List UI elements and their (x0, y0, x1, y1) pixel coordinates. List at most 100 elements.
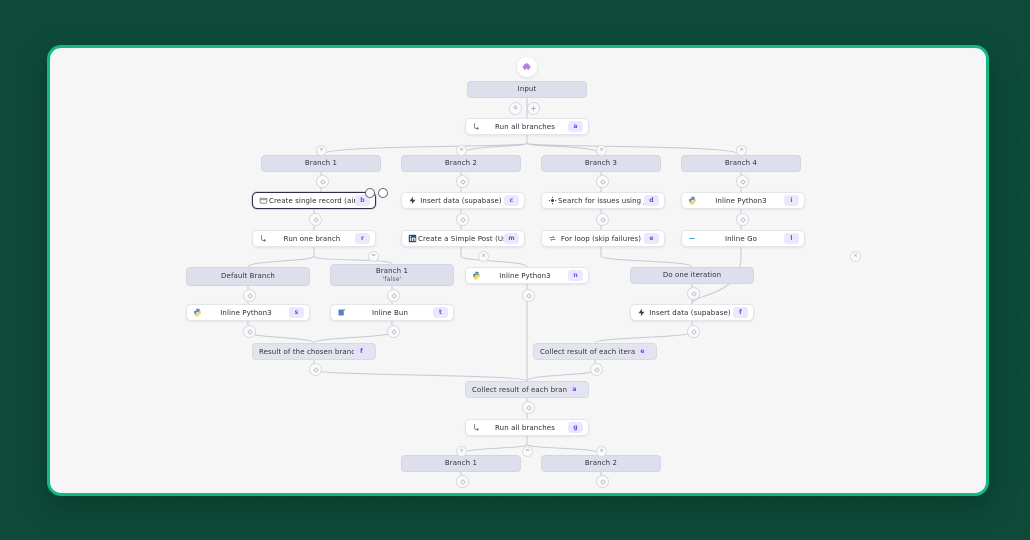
edge-insert-button[interactable] (736, 175, 749, 188)
node-branch-2[interactable]: Branch 2 (401, 155, 521, 172)
node-label: Inline Python3 (220, 308, 272, 317)
node-forloop[interactable]: For loop (skip failures)e (541, 230, 665, 247)
node-resize-handle[interactable] (365, 188, 375, 198)
edge-insert-button[interactable] (522, 289, 535, 302)
edge-insert-button[interactable] (687, 287, 700, 300)
node-badge: n (568, 270, 583, 281)
branch-all-icon (471, 121, 482, 132)
edge-equals-marker[interactable]: = (522, 446, 533, 457)
node-label: Insert data (supabase) (420, 196, 502, 205)
node-badge: f (354, 346, 369, 357)
connector-add-button[interactable] (527, 102, 540, 115)
edge-insert-button[interactable] (309, 213, 322, 226)
edge-insert-button[interactable] (596, 175, 609, 188)
node-badge: a (567, 384, 582, 395)
supabase-icon (636, 307, 647, 318)
edge-close-button[interactable]: × (596, 446, 607, 457)
branch-one-icon (258, 233, 269, 244)
node-branch-4[interactable]: Branch 4 (681, 155, 801, 172)
edge-insert-button[interactable] (596, 213, 609, 226)
supabase-icon (407, 195, 418, 206)
edge-insert-button[interactable] (387, 289, 400, 302)
node-label: Create a Simple Post (User) (... (418, 234, 504, 243)
node-label: Run all branches (495, 122, 555, 131)
edge-close-button[interactable]: × (850, 251, 861, 262)
node-label: Default Branch (221, 272, 275, 281)
node-badge: d (644, 195, 659, 206)
edge-equals-marker[interactable]: = (368, 251, 379, 262)
edge-insert-button[interactable] (590, 363, 603, 376)
node-label: Branch 1 (444, 459, 478, 468)
edge-close-button[interactable]: × (456, 446, 467, 457)
node-label: Input (517, 85, 537, 94)
node-badge: c (504, 195, 519, 206)
node-label: Branch 2 (584, 459, 618, 468)
node-badge: b (355, 195, 370, 206)
edge-close-button[interactable]: × (478, 251, 489, 262)
edge-insert-button[interactable] (316, 175, 329, 188)
edge-insert-button[interactable] (456, 475, 469, 488)
node-input[interactable]: Input (467, 81, 587, 98)
node-python-2[interactable]: Inline Python3 n (465, 267, 589, 284)
node-branch-1[interactable]: Branch 1 (261, 155, 381, 172)
edge-close-button[interactable]: × (736, 145, 747, 156)
edge-insert-button[interactable] (522, 401, 535, 414)
node-jira[interactable]: Search for issues using JQL (...d (541, 192, 665, 209)
edge-insert-button[interactable] (243, 325, 256, 338)
edge-insert-button[interactable] (387, 325, 400, 338)
node-run-all-1[interactable]: Run all branches a (465, 118, 589, 135)
python-icon (192, 307, 203, 318)
node-badge: a (568, 121, 583, 132)
edge-insert-button[interactable] (596, 475, 609, 488)
puzzle-piece-icon (517, 57, 537, 77)
node-badge: i (784, 195, 799, 206)
edge-insert-button[interactable] (456, 213, 469, 226)
node-supabase-1[interactable]: Insert data (supabase)c (401, 192, 525, 209)
node-badge: e (644, 233, 659, 244)
loop-icon (547, 233, 558, 244)
node-label: Search for issues using JQL (... (558, 196, 644, 205)
node-do-one-iteration[interactable]: Do one iteration (630, 267, 754, 284)
branch-all-icon (471, 422, 482, 433)
node-default-branch[interactable]: Default Branch (186, 267, 310, 286)
node-branch-1-false[interactable]: Branch 1'false' (330, 264, 454, 286)
edge-insert-button[interactable] (243, 289, 256, 302)
edge-insert-button[interactable] (687, 325, 700, 338)
node-label: Inline Python3 (499, 271, 551, 280)
node-linkedin[interactable]: Create a Simple Post (User) (...m (401, 230, 525, 247)
edge-insert-button[interactable] (456, 175, 469, 188)
go-icon (687, 233, 698, 244)
node-badge: f (733, 307, 748, 318)
node-supabase-2[interactable]: Insert data (supabase)f (630, 304, 754, 321)
node-label: Run all branches (495, 423, 555, 432)
node-badge: r (355, 233, 370, 244)
node-badge: l (784, 233, 799, 244)
node-badge: m (504, 233, 519, 244)
edge-insert-button[interactable] (309, 363, 322, 376)
node-connect-handle[interactable] (378, 188, 388, 198)
node-label: Branch 4 (724, 159, 758, 168)
edge-close-button[interactable]: × (316, 145, 327, 156)
node-branch-3[interactable]: Branch 3 (541, 155, 661, 172)
node-label: Branch 2 (444, 159, 478, 168)
node-label: Insert data (supabase) (649, 308, 731, 317)
node-branch-b1[interactable]: Branch 1 (401, 455, 521, 472)
edge-insert-button[interactable] (736, 213, 749, 226)
bun-icon (336, 307, 347, 318)
edge-close-button[interactable]: × (456, 145, 467, 156)
edge-close-button[interactable]: × (596, 145, 607, 156)
node-branch-b2[interactable]: Branch 2 (541, 455, 661, 472)
node-airtable[interactable]: Create single record (airtable)b (252, 188, 388, 209)
connector-move-button[interactable] (509, 102, 522, 115)
